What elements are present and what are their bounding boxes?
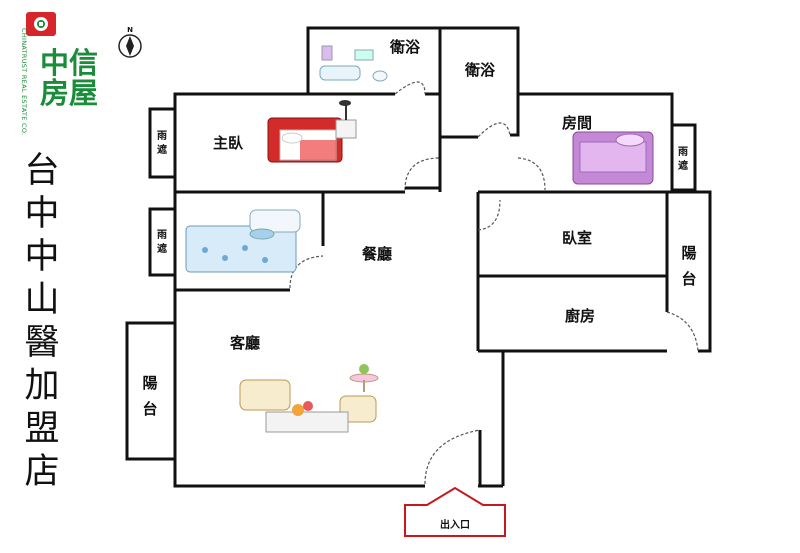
purple-bed-icon [572,131,654,185]
awning-3-char-1: 雨 [678,146,688,158]
store-name-char: 山 [24,280,60,320]
company-logo: CHINATRUST REAL ESTATE CO. 中信 房屋 [12,12,98,135]
door-arc [394,81,426,95]
blue-bed-icon [185,209,301,273]
compass-north-label: N [127,26,133,34]
walls [125,26,712,488]
store-name-char: 醫 [24,323,60,363]
room-label-kitchen: 廚房 [565,307,595,325]
awning-1-char-2: 遮 [157,143,167,156]
awning-2-char-1: 雨 [157,229,167,241]
awning-3-label: 雨 遮 [678,146,688,172]
master-bed-icon [267,100,357,163]
balcony-left-label: 陽 台 [142,374,157,418]
door-arc [404,157,441,191]
entrance-label: 出入口 [440,518,470,531]
room-label-bedroom-room: 房間 [562,114,592,132]
door-arc [666,311,699,352]
logo-emblem-icon [26,12,56,36]
bathtub-icon [319,45,388,82]
door-swings [289,81,699,485]
door-arc [477,122,511,138]
store-name-char: 加 [24,366,60,406]
balcony-left-char-1: 陽 [142,374,157,392]
awning-1-label: 雨 遮 [157,130,167,156]
logo-chinese-name: 中信 房屋 [38,48,100,108]
door-arc [289,255,324,289]
store-name-char: 盟 [24,409,60,449]
door-arc [477,199,501,231]
balcony-left-char-2: 台 [142,400,157,418]
room-label-living: 客廳 [229,334,260,352]
door-arc [517,157,546,191]
awning-2-char-2: 遮 [157,242,167,255]
compass-icon: N [118,26,142,58]
balcony-right-label: 陽 台 [681,244,696,288]
store-name-char: 中 [24,237,60,277]
awning-1-char-1: 雨 [157,130,167,142]
room-label-bath2: 衛浴 [464,61,496,79]
entrance-arrow-icon [404,486,506,537]
awning-3-char-2: 遮 [678,159,688,172]
awning-2-label: 雨 遮 [157,229,167,255]
logo-name-line2: 房屋 [39,76,98,110]
store-name: 台 中 中 山 醫 加 盟 店 [20,150,64,494]
store-name-char: 台 [24,151,60,191]
room-label-master-bedroom: 主臥 [213,134,244,152]
balcony-right-char-1: 陽 [681,244,696,262]
store-name-char: 店 [24,452,60,492]
sofa-set-icon [239,364,379,433]
logo-english-text: CHINATRUST REAL ESTATE CO. [20,28,28,136]
room-label-dining: 餐廳 [362,245,392,263]
logo-name-line1: 中信 [39,46,98,80]
store-name-char: 中 [24,194,60,234]
room-label-bedroom: 臥室 [562,229,592,247]
room-label-bath1: 衛浴 [389,38,421,56]
door-arc [424,429,481,485]
balcony-right-char-2: 台 [681,270,696,288]
